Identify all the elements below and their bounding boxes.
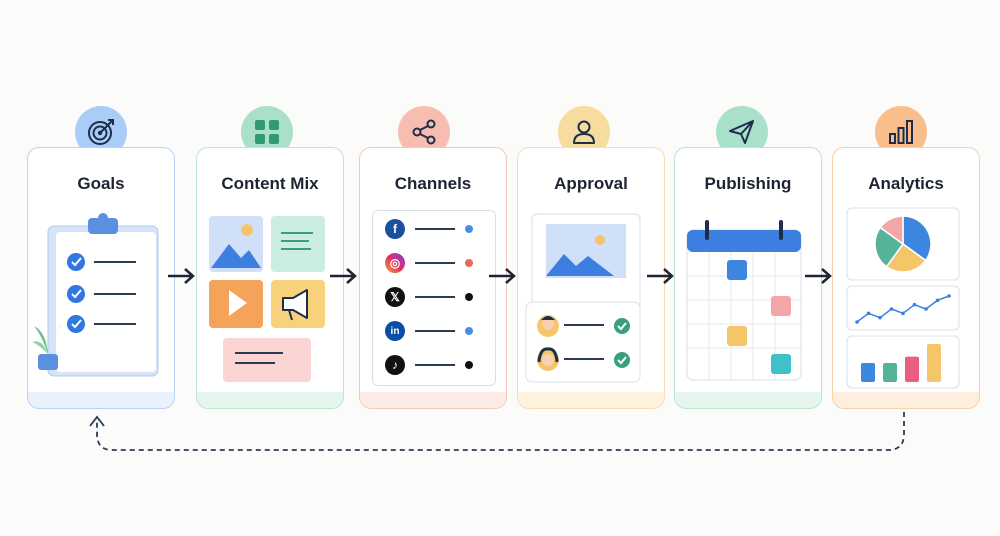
- grid-icon: [255, 120, 279, 144]
- text-tile: [271, 216, 325, 272]
- pie-slice: [879, 215, 904, 246]
- reviewer-2: [537, 347, 630, 371]
- channel-list: f ◎ 𝕏 in ♪: [372, 210, 496, 386]
- channel-row-linkedin: in: [381, 317, 485, 345]
- linkedin-icon: in: [385, 321, 405, 341]
- plant-icon: [32, 324, 62, 370]
- instagram-icon: ◎: [385, 253, 405, 273]
- goals-card: Goals: [27, 147, 175, 409]
- pie-slice: [874, 226, 905, 268]
- approval-panel: [525, 301, 641, 383]
- arrow-content-to-channels: [330, 268, 357, 284]
- content-mix-title: Content Mix: [221, 174, 319, 193]
- approval-card: Approval: [517, 147, 665, 409]
- bar: [905, 356, 919, 382]
- arrow-channels-to-approval: [489, 268, 516, 284]
- channels-card: Channels f ◎ 𝕏 in ♪: [359, 147, 507, 409]
- publishing-card: Publishing: [674, 147, 822, 409]
- trend-point: [901, 311, 905, 316]
- facebook-icon: f: [385, 219, 405, 239]
- trend-point: [866, 311, 871, 316]
- trend-point: [947, 294, 951, 298]
- pie-slice: [902, 215, 932, 262]
- trend-point: [878, 315, 882, 320]
- reviewer-1: [537, 315, 630, 337]
- trend-point: [889, 307, 894, 311]
- channel-row-tiktok: ♪: [381, 351, 485, 379]
- goals-title: Goals: [77, 174, 125, 193]
- x-icon: 𝕏: [385, 287, 405, 307]
- share-icon: [412, 119, 436, 145]
- channel-row-instagram: ◎: [381, 249, 485, 277]
- note-tile: [223, 338, 311, 382]
- bar: [861, 363, 875, 382]
- analytics-title: Analytics: [868, 174, 944, 193]
- approval-illustration: [525, 213, 641, 383]
- arrow-approval-to-publishing: [647, 268, 674, 284]
- trend-point: [855, 320, 859, 324]
- send-icon: [729, 120, 754, 144]
- approval-title: Approval: [554, 174, 628, 193]
- channel-row-x: 𝕏: [381, 283, 485, 311]
- bar: [883, 363, 897, 382]
- analytics-illustration: [846, 207, 960, 389]
- trend-point: [912, 302, 917, 307]
- target-icon: [88, 119, 114, 145]
- clipboard-illustration: [32, 213, 159, 377]
- content-mix-card: Content Mix: [196, 147, 344, 409]
- trend-point: [924, 307, 928, 311]
- publishing-title: Publishing: [704, 174, 792, 193]
- scheduled-post: [771, 296, 791, 316]
- check-icon: [67, 253, 85, 271]
- trend-point: [935, 298, 940, 303]
- scheduled-post: [771, 354, 791, 374]
- line-panel: [846, 285, 960, 331]
- bar: [927, 344, 941, 382]
- pie-slice: [885, 242, 927, 273]
- bar-chart: [861, 344, 941, 382]
- user-icon: [573, 120, 595, 144]
- tiktok-icon: ♪: [385, 355, 405, 375]
- bar-chart-icon: [889, 120, 913, 144]
- pie-chart: [874, 215, 932, 273]
- arrow-goals-to-content: [168, 268, 195, 284]
- calendar-illustration: [686, 220, 802, 381]
- channels-title: Channels: [394, 174, 472, 193]
- arrow-publishing-to-analytics: [805, 268, 832, 284]
- scheduled-post: [727, 260, 747, 280]
- content-mix-illustration: [209, 216, 325, 382]
- channel-row-facebook: f: [381, 215, 485, 243]
- scheduled-post: [727, 326, 747, 346]
- feedback-loop-arrow: [89, 412, 905, 451]
- analytics-card: Analytics: [832, 147, 980, 409]
